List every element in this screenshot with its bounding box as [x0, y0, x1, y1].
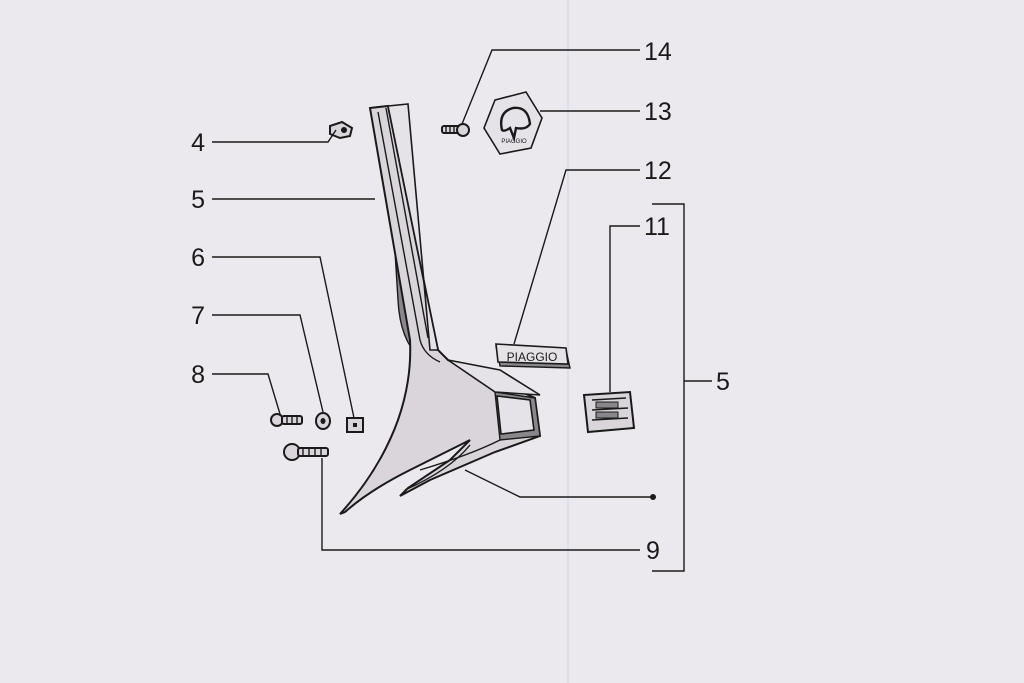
label-part-7: 7 — [191, 302, 205, 330]
logo-badge-part: PIAGGIO — [483, 91, 543, 155]
label-part-8: 8 — [191, 361, 205, 389]
leader-lines — [212, 49, 712, 572]
square-nut-part — [346, 417, 364, 433]
screw-part-14 — [441, 123, 470, 137]
bolt-part-8 — [270, 413, 303, 427]
label-part-5: 5 — [191, 186, 205, 214]
label-part-12: 12 — [644, 157, 672, 185]
nameplate-part: PIAGGIO — [495, 343, 571, 369]
clip-part — [329, 120, 354, 140]
label-part-11: 11 — [644, 213, 670, 241]
label-part-13: 13 — [644, 98, 672, 126]
label-kit-5: 5 — [716, 368, 730, 396]
leg-shield-part — [339, 103, 542, 515]
label-part-4: 4 — [191, 129, 205, 157]
label-part-9: 9 — [646, 537, 660, 565]
washer-part — [315, 412, 331, 430]
nameplate-text: PIAGGIO — [507, 350, 558, 364]
long-screw-part — [283, 443, 329, 461]
logo-badge-text: PIAGGIO — [501, 139, 527, 145]
label-part-14: 14 — [644, 38, 672, 66]
clip-block-part — [582, 390, 636, 434]
callout-labels: 4 5 6 7 8 9 11 12 13 14 5 — [191, 38, 730, 565]
label-part-6: 6 — [191, 244, 205, 272]
